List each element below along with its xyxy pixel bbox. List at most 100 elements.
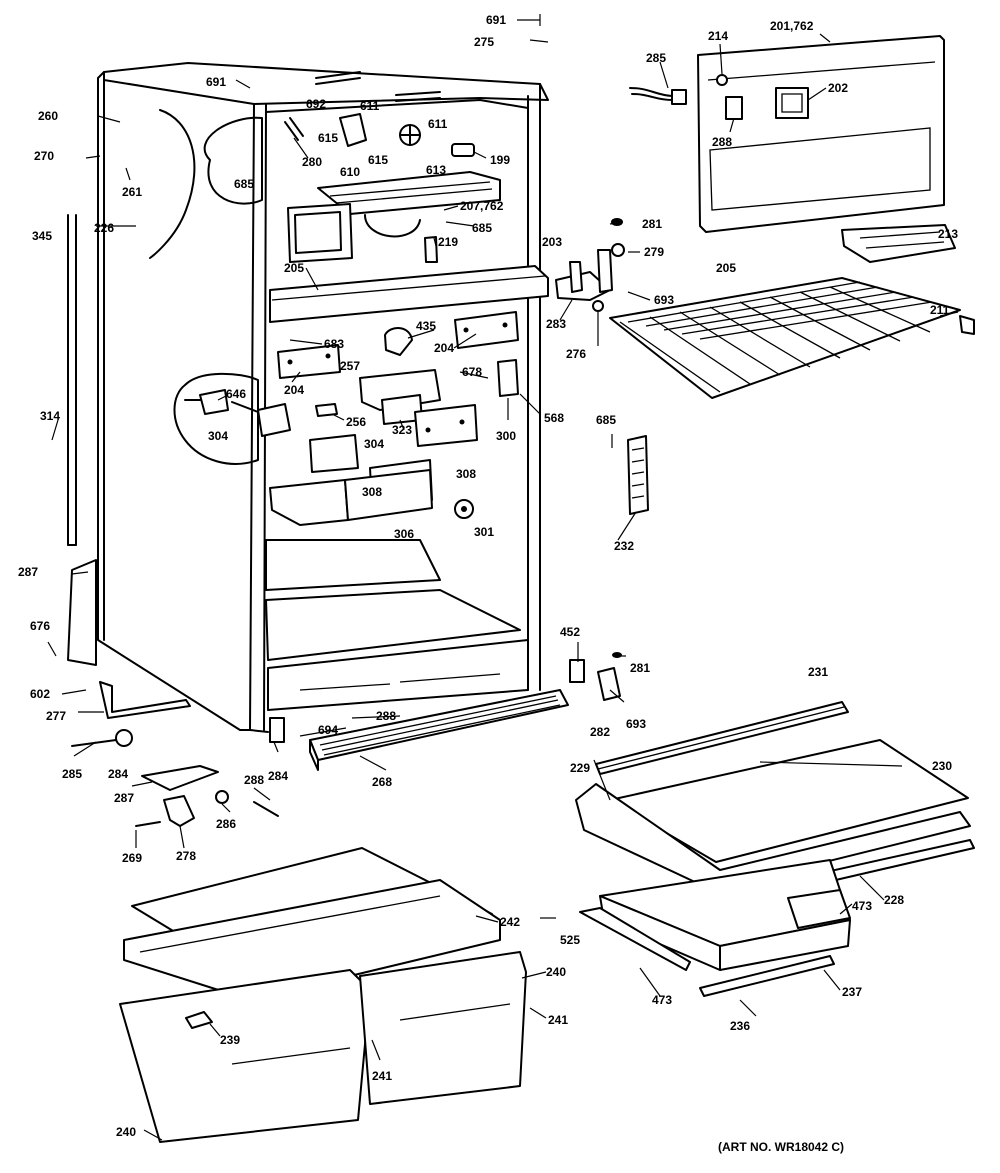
callout-228: 228 bbox=[884, 893, 904, 907]
callout-275: 275 bbox=[474, 35, 494, 49]
ice-tray bbox=[841, 224, 956, 263]
callout-211: 211 bbox=[930, 303, 950, 317]
callout-435: 435 bbox=[416, 319, 436, 333]
callout-201-762: 201,762 bbox=[770, 19, 814, 33]
freezer-shelf-rail bbox=[269, 236, 549, 323]
callout-683: 683 bbox=[324, 337, 344, 351]
callout-219: 219 bbox=[438, 235, 458, 249]
callout-304-a: 304 bbox=[208, 429, 228, 443]
callout-229: 229 bbox=[570, 761, 590, 775]
callout-230: 230 bbox=[932, 759, 952, 773]
callout-692: 692 bbox=[306, 97, 326, 111]
roller-hardware bbox=[71, 681, 279, 827]
callout-278: 278 bbox=[176, 849, 196, 863]
callout-693-a: 693 bbox=[654, 293, 674, 307]
callout-226: 226 bbox=[94, 221, 114, 235]
callout-284-a: 284 bbox=[108, 767, 128, 781]
evaporator-assembly bbox=[284, 71, 501, 263]
callout-239: 239 bbox=[220, 1033, 240, 1047]
freezer-wire-shelf bbox=[609, 277, 975, 399]
callout-285-top: 285 bbox=[646, 51, 666, 65]
callout-314: 314 bbox=[40, 409, 60, 423]
callout-646: 646 bbox=[226, 387, 246, 401]
callout-284-b: 284 bbox=[268, 769, 288, 783]
shelf-ladder bbox=[627, 435, 649, 515]
callout-281-b: 281 bbox=[630, 661, 650, 675]
callout-610: 610 bbox=[340, 165, 360, 179]
control-components bbox=[184, 311, 519, 526]
callout-199: 199 bbox=[490, 153, 510, 167]
callout-204-b: 204 bbox=[284, 383, 304, 397]
callout-240-a: 240 bbox=[546, 965, 566, 979]
callout-287-bottom: 287 bbox=[114, 791, 134, 805]
callout-241-b: 241 bbox=[372, 1069, 392, 1083]
callout-279: 279 bbox=[644, 245, 664, 259]
brackets-small bbox=[269, 652, 622, 743]
crisper-assembly bbox=[119, 847, 527, 1143]
grille bbox=[309, 689, 569, 771]
callout-236: 236 bbox=[730, 1019, 750, 1033]
callout-240-b: 240 bbox=[116, 1125, 136, 1139]
callout-283: 283 bbox=[546, 317, 566, 331]
leader-lines bbox=[47, 14, 959, 1141]
callout-labels: 691 275 201,762 214 285 202 288 691 692 … bbox=[18, 13, 958, 1139]
callout-213: 213 bbox=[938, 227, 958, 241]
callout-269: 269 bbox=[122, 851, 142, 865]
callout-685-b: 685 bbox=[472, 221, 492, 235]
callout-256: 256 bbox=[346, 415, 366, 429]
callout-286: 286 bbox=[216, 817, 236, 831]
callout-287-top: 287 bbox=[18, 565, 38, 579]
hinge-hardware bbox=[555, 218, 625, 312]
callout-257: 257 bbox=[340, 359, 360, 373]
callout-306: 306 bbox=[394, 527, 414, 541]
callout-685-c: 685 bbox=[596, 413, 616, 427]
callout-300: 300 bbox=[496, 429, 516, 443]
callout-288-bottom: 288 bbox=[244, 773, 264, 787]
callout-678: 678 bbox=[462, 365, 482, 379]
callout-202: 202 bbox=[828, 81, 848, 95]
callout-691: 691 bbox=[206, 75, 226, 89]
callout-270: 270 bbox=[34, 149, 54, 163]
callout-568: 568 bbox=[544, 411, 564, 425]
callout-685-a: 685 bbox=[234, 177, 254, 191]
callout-693-b: 693 bbox=[626, 717, 646, 731]
callout-323: 323 bbox=[392, 423, 412, 437]
callout-288-mid: 288 bbox=[376, 709, 396, 723]
callout-205-left: 205 bbox=[284, 261, 304, 275]
callout-204-a: 204 bbox=[434, 341, 454, 355]
callout-214: 214 bbox=[708, 29, 728, 43]
art-number: (ART NO. WR18042 C) bbox=[718, 1140, 845, 1154]
callout-615-a: 615 bbox=[318, 131, 338, 145]
callout-205-shelf: 205 bbox=[716, 261, 736, 275]
callout-277: 277 bbox=[46, 709, 66, 723]
callout-231: 231 bbox=[808, 665, 828, 679]
callout-611-b: 611 bbox=[428, 117, 448, 131]
callout-260: 260 bbox=[38, 109, 58, 123]
callout-691-top: 691 bbox=[486, 13, 506, 27]
callout-613: 613 bbox=[426, 163, 446, 177]
callout-308-a: 308 bbox=[456, 467, 476, 481]
callout-280: 280 bbox=[302, 155, 322, 169]
glass-shelf-assembly bbox=[575, 701, 975, 997]
callout-203: 203 bbox=[542, 235, 562, 249]
callout-473-a: 473 bbox=[852, 899, 872, 913]
callout-473-b: 473 bbox=[652, 993, 672, 1007]
callout-288-panel: 288 bbox=[712, 135, 732, 149]
callout-525: 525 bbox=[560, 933, 580, 947]
callout-268: 268 bbox=[372, 775, 392, 789]
callout-261: 261 bbox=[122, 185, 142, 199]
callout-242: 242 bbox=[500, 915, 520, 929]
callout-308-b: 308 bbox=[362, 485, 382, 499]
callout-237: 237 bbox=[842, 985, 862, 999]
callout-241-a: 241 bbox=[548, 1013, 568, 1027]
callout-676: 676 bbox=[30, 619, 50, 633]
callout-345: 345 bbox=[32, 229, 52, 243]
control-panel-assembly bbox=[629, 35, 945, 233]
callout-276: 276 bbox=[566, 347, 586, 361]
freezer-detail-bubble bbox=[149, 109, 263, 465]
callout-282: 282 bbox=[590, 725, 610, 739]
callout-304-b: 304 bbox=[364, 437, 384, 451]
callout-611-a: 611 bbox=[360, 99, 380, 113]
callout-452: 452 bbox=[560, 625, 580, 639]
callout-602: 602 bbox=[30, 687, 50, 701]
